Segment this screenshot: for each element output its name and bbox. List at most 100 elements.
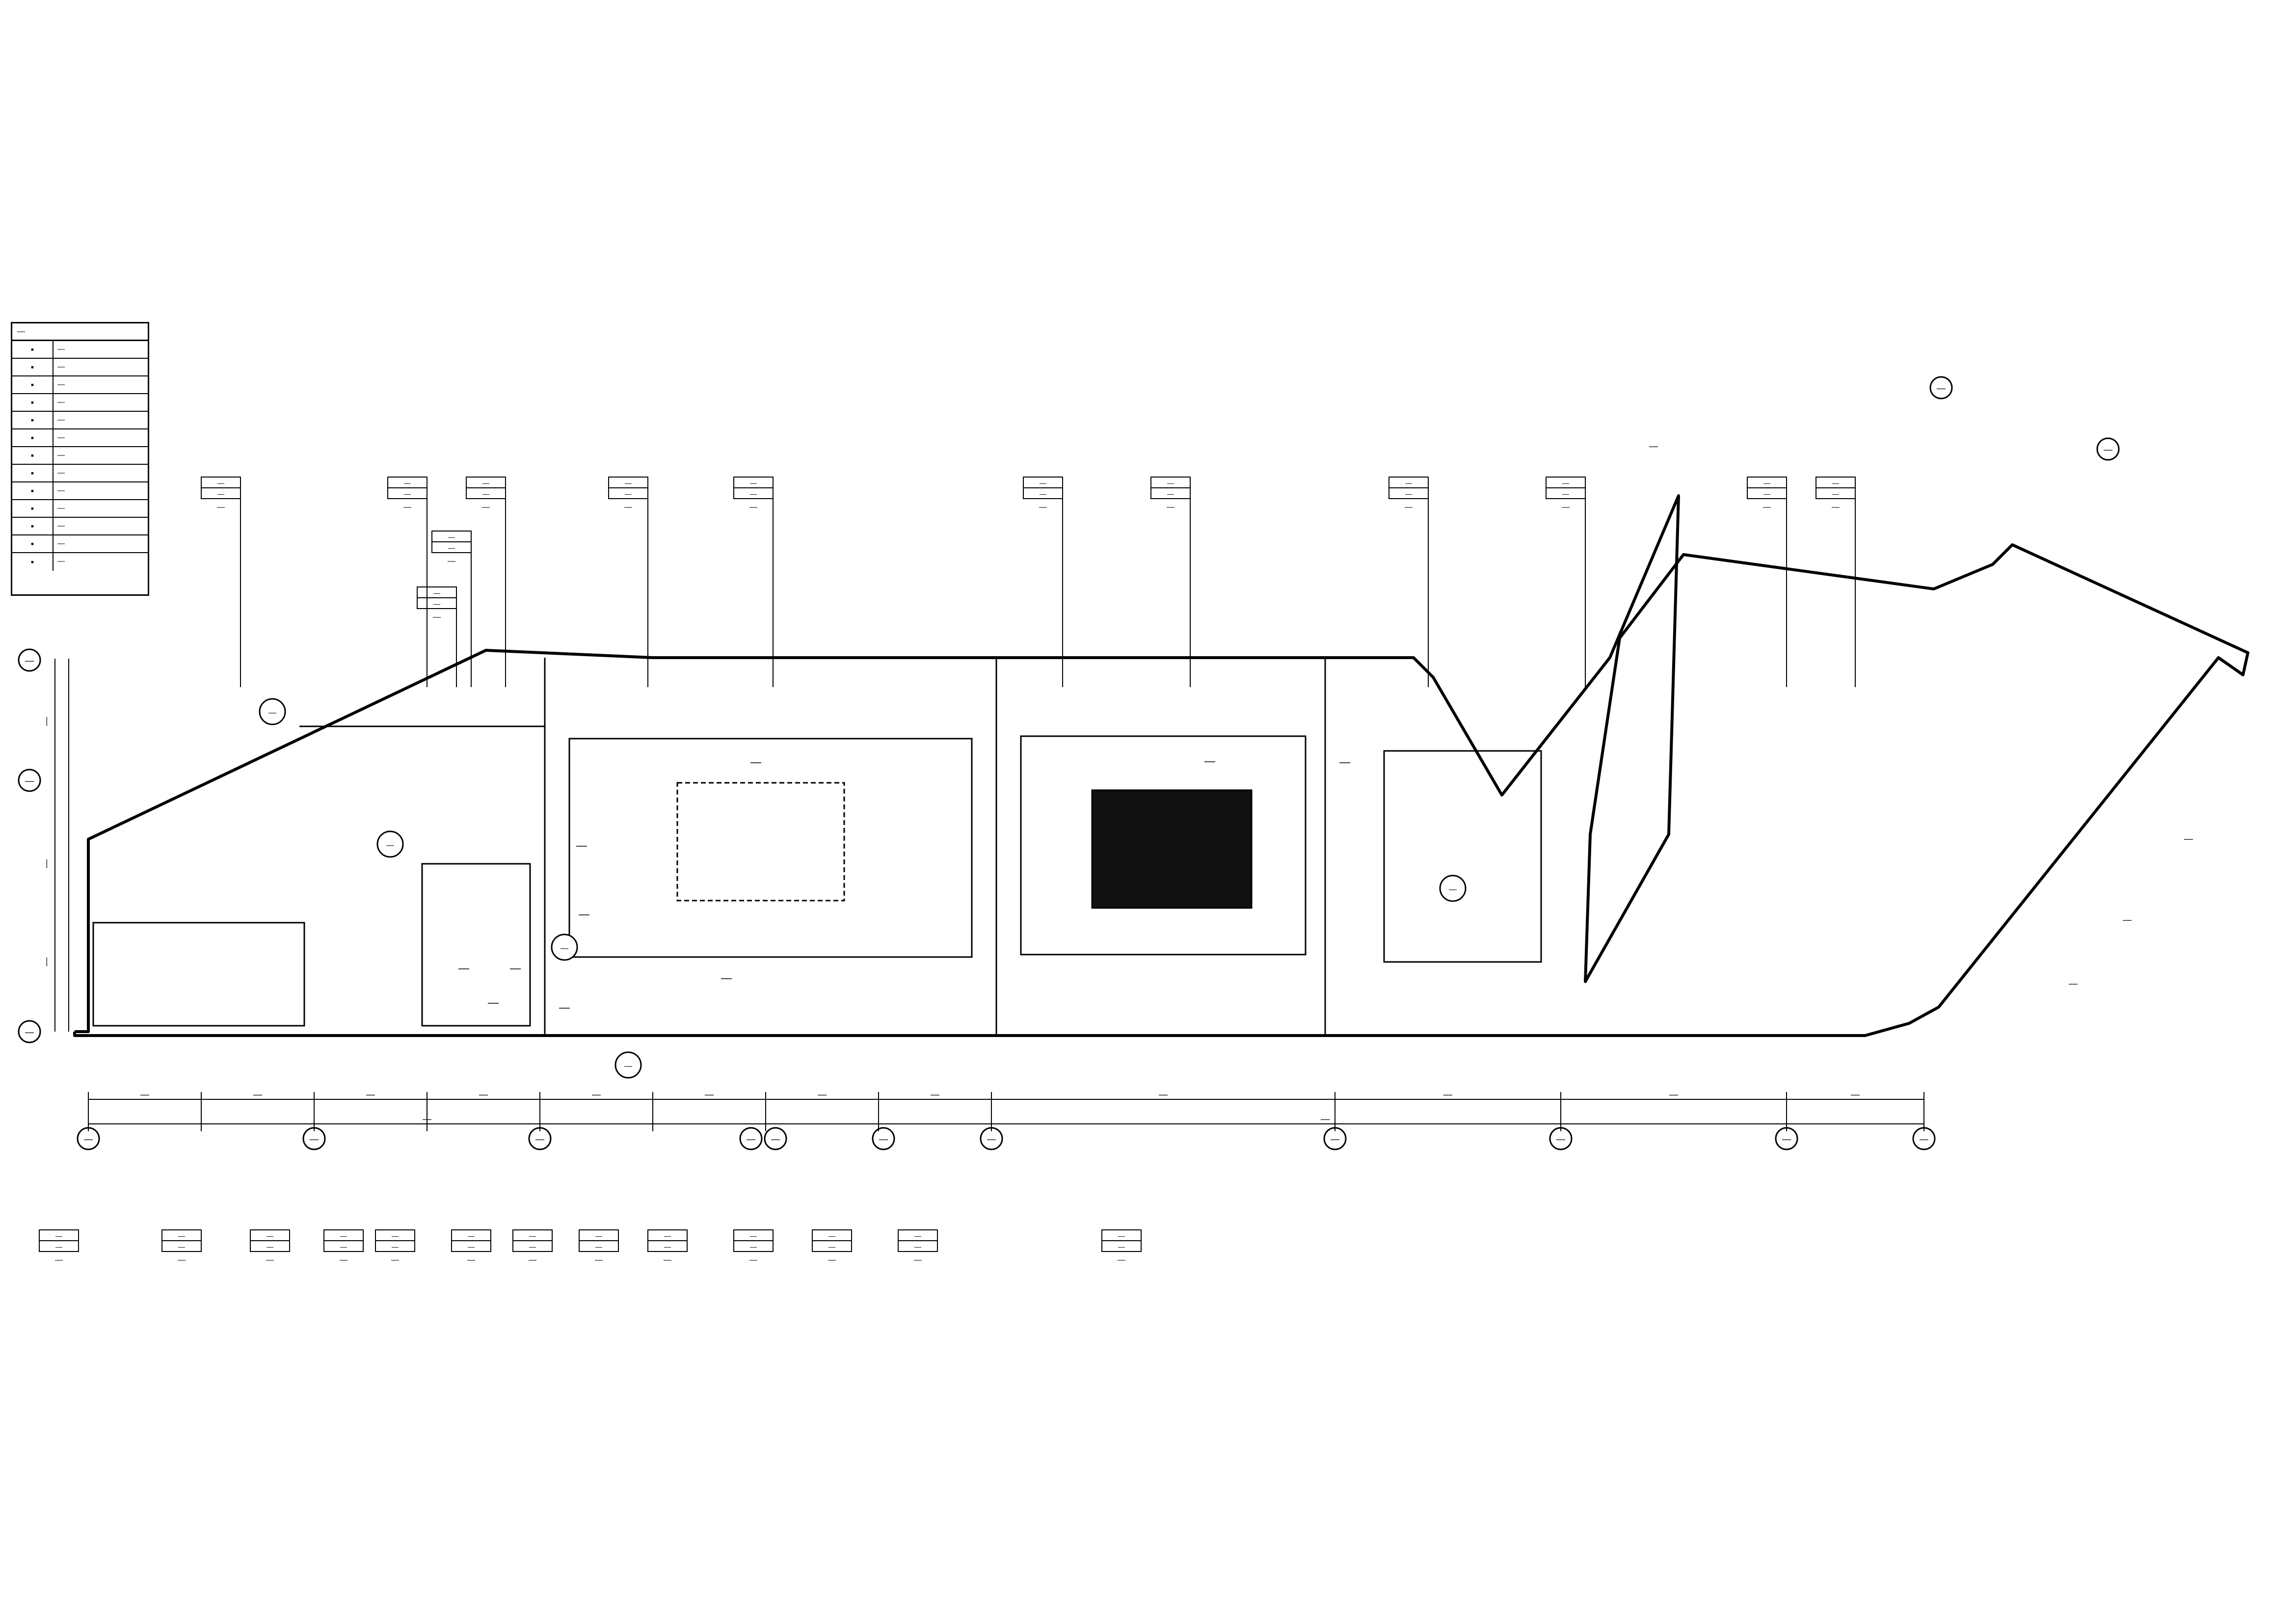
legend-label: — xyxy=(57,398,65,406)
dimension-value: — xyxy=(1669,1090,1678,1099)
dimension-value: — xyxy=(1851,1090,1860,1099)
office-block xyxy=(1383,750,1542,963)
material-code: — xyxy=(595,1243,602,1251)
grid-bubble xyxy=(980,1127,1003,1150)
material-code: — xyxy=(433,600,440,608)
material-code: — xyxy=(1118,1243,1125,1251)
section-tag: — xyxy=(624,1062,632,1070)
legend-row: ▪— xyxy=(12,429,148,447)
finish-note: — xyxy=(2184,834,2193,844)
legend-label: — xyxy=(57,522,65,530)
grid-bubble xyxy=(18,648,41,672)
dimension-value: — xyxy=(592,1090,601,1099)
ceiling-height: — xyxy=(392,1232,399,1240)
grid-label: — xyxy=(1331,1134,1339,1144)
bottom-callouts: ——————————————————————————————————————— xyxy=(39,1229,1142,1264)
grid-label: — xyxy=(535,1134,544,1144)
ceiling-callout: ——— xyxy=(1023,477,1063,687)
finish-note: — xyxy=(482,503,490,511)
wall-light-icon: ▪ xyxy=(12,518,53,534)
legend-row: ▪— xyxy=(12,518,148,535)
dimension-value: — xyxy=(41,859,51,868)
dimension-value: — xyxy=(818,1090,827,1099)
ceiling-height: — xyxy=(1832,479,1839,487)
material-code: — xyxy=(448,544,455,552)
material-code: — xyxy=(482,490,489,498)
ceiling-callout: ——— xyxy=(898,1229,938,1264)
finish-note: — xyxy=(178,1256,186,1264)
exterior-wall-outline xyxy=(73,494,2249,1037)
ceiling-callout: — — — xyxy=(161,1229,202,1264)
material-code: — xyxy=(1167,490,1174,498)
ceiling-height: — xyxy=(1040,479,1046,487)
legend-table: — ▪—▪—▪—▪—▪—▪—▪—▪—▪—▪—▪—▪—▪— xyxy=(11,322,149,596)
ceiling-height: — xyxy=(1562,479,1569,487)
hall-ceiling-b xyxy=(1020,735,1307,956)
finish-note: — xyxy=(2123,915,2132,925)
grid-bubble xyxy=(77,1127,100,1150)
section-tag: — xyxy=(386,841,394,850)
ceiling-height: — xyxy=(404,479,411,487)
finish-note: — xyxy=(624,503,632,511)
ceiling-height: — xyxy=(1763,479,1770,487)
ceiling-callout: ——— xyxy=(733,1229,774,1264)
finish-note: — xyxy=(1562,503,1570,511)
finish-note: — xyxy=(595,1256,603,1264)
dimension-value: — xyxy=(41,958,51,966)
grid-label: — xyxy=(1556,1134,1565,1144)
finish-note: — xyxy=(467,1256,475,1264)
grid-label: — xyxy=(310,1134,319,1144)
legend-label: — xyxy=(57,451,65,459)
ceiling-height: — xyxy=(750,479,757,487)
grid-label: — xyxy=(1937,383,1946,393)
legend-row: ▪— xyxy=(12,341,148,359)
pendant-icon: ▪ xyxy=(12,500,53,517)
ceiling-callout: ——— xyxy=(608,477,648,687)
material-code: — xyxy=(468,1243,475,1251)
legend-row: ▪— xyxy=(12,359,148,376)
ceiling-callout: ——— xyxy=(1150,477,1191,687)
legend-row: ▪— xyxy=(12,535,148,553)
section-marker-icon xyxy=(376,830,404,858)
ceiling-height: — xyxy=(267,1232,273,1240)
dimension-value: — xyxy=(41,717,51,726)
grid-bubble xyxy=(302,1127,326,1150)
legend-label: — xyxy=(57,433,65,442)
left-dimension-chain: — — — xyxy=(41,659,69,1032)
room-dimension: — xyxy=(510,962,521,974)
ceiling-callout: ——— xyxy=(466,477,506,687)
finish-note: — xyxy=(1649,441,1658,451)
finish-note: — xyxy=(403,503,411,511)
ceiling-callout: ——— xyxy=(201,477,241,687)
finish-note: — xyxy=(391,1256,399,1264)
ceiling-height: — xyxy=(178,1232,185,1240)
ceiling-callout: ——— xyxy=(1101,1229,1142,1264)
section-marker-icon xyxy=(614,1051,642,1079)
section-tag: — xyxy=(561,944,568,953)
finish-note: — xyxy=(1167,503,1175,511)
top-callouts: ——————————————————————————————————————— xyxy=(201,477,1856,687)
material-code: — xyxy=(1040,490,1046,498)
room-dimension: — xyxy=(458,962,469,974)
ceiling-height: — xyxy=(468,1232,475,1240)
finish-note: — xyxy=(448,557,455,565)
legend-row: ▪— xyxy=(12,500,148,518)
grid-bubble xyxy=(18,1020,41,1043)
ceiling-callout: ——— xyxy=(1747,477,1787,687)
finish-note: — xyxy=(828,1256,836,1264)
room-dimension: — xyxy=(488,996,499,1009)
grid-bubble xyxy=(872,1127,895,1150)
grid-label: — xyxy=(84,1134,93,1144)
grid-bubble xyxy=(1929,376,1953,399)
ceiling-callout: — — — xyxy=(431,531,472,687)
finish-note: — xyxy=(914,1256,922,1264)
ceiling-height: — xyxy=(55,1232,62,1240)
material-code: — xyxy=(178,1243,185,1251)
legend-label: — xyxy=(57,469,65,477)
side-notes: ———— xyxy=(1649,441,2193,988)
section-marker-icon xyxy=(259,698,286,725)
air-outlet-icon: ▪ xyxy=(12,465,53,481)
finish-note: — xyxy=(1832,503,1840,511)
ceiling-height: — xyxy=(433,589,440,597)
